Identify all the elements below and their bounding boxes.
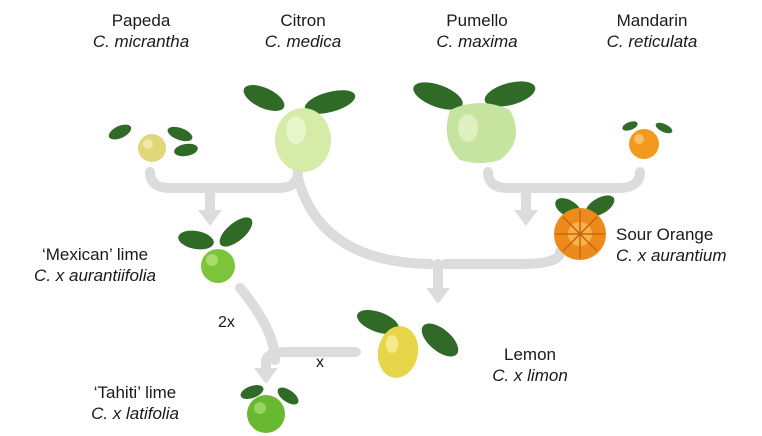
mexican-lime-label: ‘Mexican’ lime C. x aurantiifolia [10,244,180,287]
lemon-common-name: Lemon [470,344,590,365]
tahiti-lime-scientific-name: C. x latifolia [60,403,210,424]
arrowhead-mexican [198,210,222,226]
connector-sour-lemon [445,252,560,264]
citron-fruit-icon [240,80,358,172]
papeda-fruit-icon [107,121,199,162]
citron-common-name: Citron [228,10,378,31]
papeda-scientific-name: C. micrantha [66,31,216,52]
pumello-scientific-name: C. maxima [402,31,552,52]
mandarin-scientific-name: C. reticulata [572,31,732,52]
sour-orange-label: Sour Orange C. x aurantium [616,224,762,267]
sour-orange-scientific-name: C. x aurantium [616,245,762,266]
papeda-label: Papeda C. micrantha [66,10,216,53]
citron-scientific-name: C. medica [228,31,378,52]
connector-citron-lemon [298,178,430,264]
lemon-scientific-name: C. x limon [470,365,590,386]
papeda-common-name: Papeda [66,10,216,31]
arrowhead-tahiti [254,368,278,384]
tahiti-lime-fruit-icon [239,382,302,433]
tahiti-lime-common-name: ‘Tahiti’ lime [60,382,210,403]
tahiti-lime-label: ‘Tahiti’ lime C. x latifolia [60,382,210,425]
connector-pumello-mandarin [488,172,640,188]
cross-mark: x [316,354,324,372]
mexican-lime-scientific-name: C. x aurantiifolia [10,265,180,286]
connector-papeda-citron [150,172,298,188]
arrowhead-lemon [426,288,450,304]
mexican-lime-fruit-icon [177,212,257,283]
connector-mexican-tahiti [240,288,275,360]
pumello-common-name: Pumello [402,10,552,31]
sour-orange-common-name: Sour Orange [616,224,762,245]
citron-label: Citron C. medica [228,10,378,53]
sour-orange-fruit-icon [552,191,618,260]
pumello-label: Pumello C. maxima [402,10,552,53]
mandarin-fruit-icon [621,120,674,159]
mandarin-label: Mandarin C. reticulata [572,10,732,53]
mexican-lime-common-name: ‘Mexican’ lime [10,244,180,265]
lemon-label: Lemon C. x limon [470,344,590,387]
pumello-fruit-icon [410,77,538,163]
mandarin-common-name: Mandarin [572,10,732,31]
ploidy-mark: 2x [218,314,235,332]
arrowhead-sour [514,210,538,226]
lemon-fruit-icon [354,305,464,381]
